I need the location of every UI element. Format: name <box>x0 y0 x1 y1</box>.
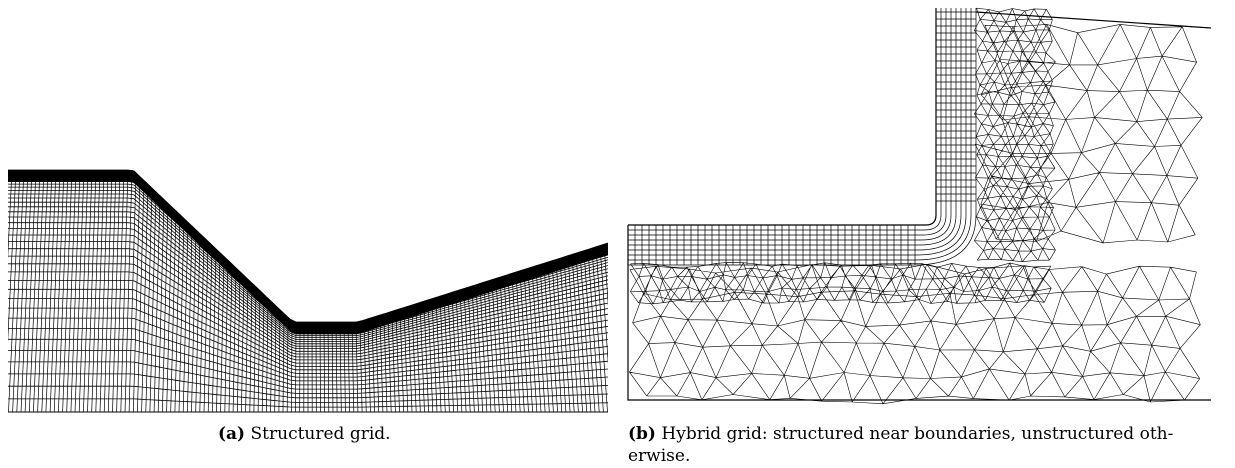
hybrid-grid-image <box>626 0 1211 415</box>
structured-grid-mesh <box>8 169 608 413</box>
caption-b-label: (b) <box>628 424 656 444</box>
caption-b-text: Hybrid grid: structured near boundaries,… <box>628 424 1174 466</box>
caption-a-text: Structured grid. <box>250 424 391 444</box>
hybrid-grid-mesh <box>627 7 1211 405</box>
hybrid-grid-boundary <box>627 8 1211 401</box>
caption-a-label: (a) <box>218 424 246 444</box>
hybrid-grid-unstructured-triangles <box>629 7 1203 405</box>
structured-grid-boundary-layer <box>8 170 608 334</box>
caption-a: (a) Structured grid. <box>218 423 518 445</box>
caption-b: (b) Hybrid grid: structured near boundar… <box>628 423 1218 467</box>
structured-grid-vertical-lines <box>8 169 608 413</box>
structured-grid-image <box>8 0 608 415</box>
hybrid-grid-structured-layers <box>627 8 977 266</box>
